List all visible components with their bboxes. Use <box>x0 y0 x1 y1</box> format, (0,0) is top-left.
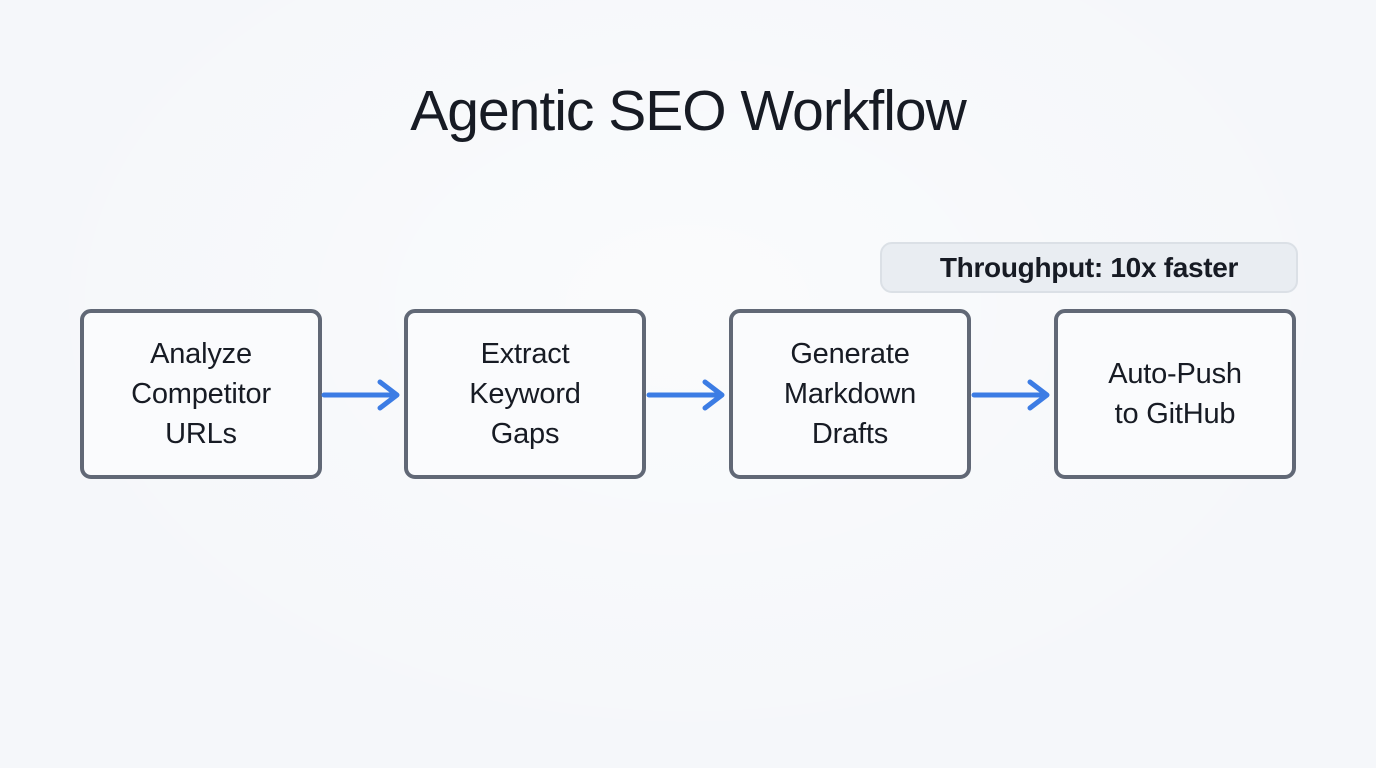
step-label: Auto-Push to GitHub <box>1108 358 1242 430</box>
step-box-generate-markdown-drafts: Generate Markdown Drafts <box>729 309 971 479</box>
step-box-auto-push-to-github: Auto-Push to GitHub <box>1054 309 1296 479</box>
step-label: Analyze Competitor URLs <box>131 338 271 450</box>
throughput-badge: Throughput: 10x faster <box>880 242 1298 293</box>
throughput-badge-label: Throughput: 10x faster <box>939 251 1239 283</box>
step-label: Generate Markdown Drafts <box>783 338 917 450</box>
step-box-analyze-competitor-urls: Analyze Competitor URLs <box>80 309 322 479</box>
diagram-title: Agentic SEO Workflow <box>410 79 966 143</box>
right-arrow-icon <box>646 379 725 411</box>
step-box-extract-keyword-gaps: Extract Keyword Gaps <box>404 309 646 479</box>
step-label: Extract Keyword Gaps <box>469 338 581 450</box>
right-arrow-icon <box>971 379 1050 411</box>
right-arrow-icon <box>321 379 400 411</box>
